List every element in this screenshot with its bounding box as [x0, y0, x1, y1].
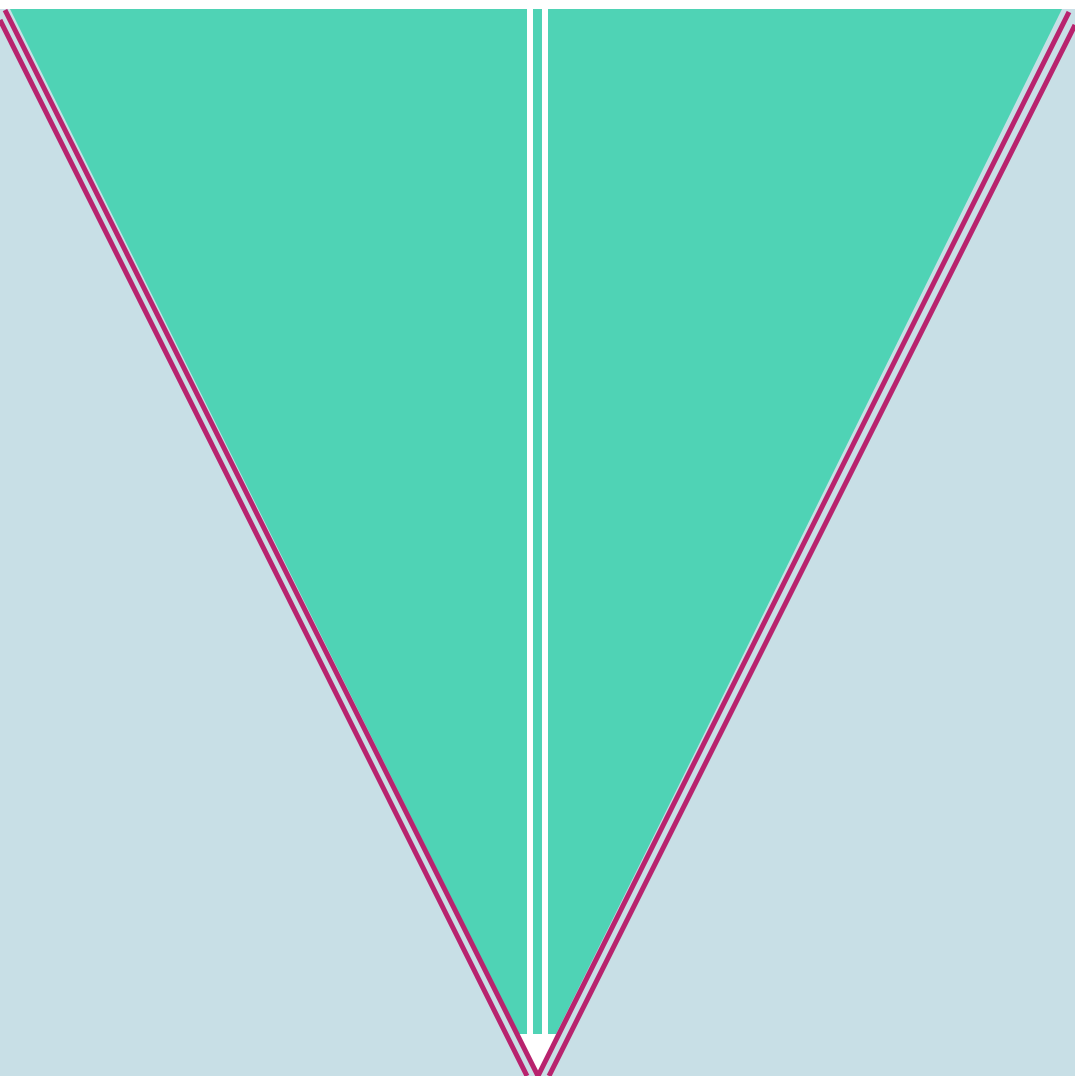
outline-right-inner [535, 10, 1072, 1076]
center-strip [533, 9, 542, 1035]
divider-line-right [542, 9, 548, 1035]
outline-right-outer [546, 23, 1075, 1076]
left-wedge [10, 9, 527, 1034]
outline-left-outer [0, 18, 530, 1076]
right-wedge [548, 9, 1062, 1034]
top-margin-band [0, 0, 1075, 9]
arrow-tip [519, 1034, 556, 1076]
divider-line-left [527, 9, 533, 1035]
outline-left-inner [2, 8, 541, 1076]
